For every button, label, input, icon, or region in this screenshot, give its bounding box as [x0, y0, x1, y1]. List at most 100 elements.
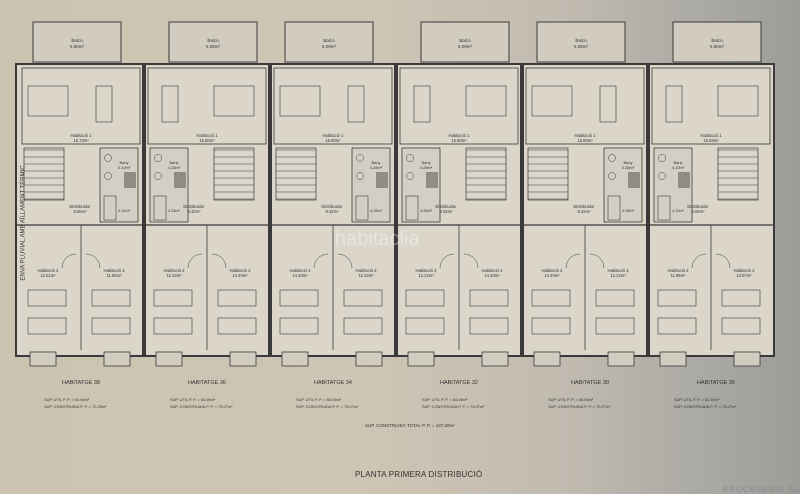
built-area: SUP. CONSTRUIDA P. P. = 73.07m²	[170, 404, 233, 409]
bed	[91, 317, 131, 335]
bathroom-area: 4.28m²	[370, 165, 383, 170]
balcony-area: 5.90m²	[710, 44, 725, 49]
bed	[657, 289, 697, 307]
door-swing	[313, 253, 329, 269]
balcony-area: 6.08m²	[458, 44, 473, 49]
bathroom-label: Bany	[169, 160, 178, 165]
balcony-label: Balcó	[207, 38, 219, 43]
distributor-label: Distribuidor	[573, 204, 595, 209]
drawing-title: PLANTA PRIMERA DISTRIBUCIÓ	[355, 470, 483, 479]
party-wall	[646, 64, 650, 356]
useful-area: SUP. UTIL P. P. = 61.46m²	[44, 397, 90, 402]
party-wall	[268, 64, 272, 356]
door-swing	[715, 253, 731, 269]
unit-name: HABITATGE 38	[62, 380, 100, 386]
bed	[91, 289, 131, 307]
bed	[27, 85, 69, 117]
bedroom-2-area: 12.61m²	[40, 273, 56, 278]
bedroom-1-area: 15.80m²	[577, 138, 593, 143]
bed	[27, 317, 67, 335]
built-area: SUP. CONSTRUIDA P. P. = 73.07m²	[674, 404, 737, 409]
balcony-area: 6.08m²	[574, 44, 589, 49]
bedroom-1-area: 15.80m²	[325, 138, 341, 143]
window-bay	[407, 351, 435, 367]
party-wall	[520, 64, 524, 356]
window-bay	[659, 351, 687, 367]
shower	[174, 172, 186, 188]
balcony	[32, 21, 122, 63]
sink	[356, 154, 364, 162]
bed	[721, 289, 761, 307]
distributor-area: 9.32m²	[325, 209, 339, 214]
bed	[153, 317, 193, 335]
wardrobe	[161, 85, 179, 123]
built-area: SUP. CONSTRUIDA P. P. = 73.07m²	[548, 404, 611, 409]
bedroom-2-label: Habitació 2	[290, 268, 312, 273]
bed	[153, 289, 193, 307]
stair-well	[527, 147, 569, 201]
balcony	[420, 21, 510, 63]
bedroom-2-label: Habitació 2	[542, 268, 564, 273]
balcony-area: 5.90m²	[70, 44, 85, 49]
bathroom-label: Bany	[371, 160, 380, 165]
bedroom-2-label: Habitació 3	[416, 268, 438, 273]
balcony	[536, 21, 626, 63]
bathroom-label: Bany	[119, 160, 128, 165]
sink	[406, 172, 414, 180]
bathtub	[355, 195, 369, 221]
sink	[658, 172, 666, 180]
bathroom-2-area: 4.28m²	[168, 209, 181, 213]
bedroom-1	[399, 67, 519, 145]
bed	[469, 289, 509, 307]
bathroom-label: Bany	[673, 160, 682, 165]
distributor-area: 9.32m²	[187, 209, 201, 214]
bedroom-3-label: Habitació 2	[734, 268, 756, 273]
bedroom-1	[147, 67, 267, 145]
door-swing	[187, 253, 203, 269]
useful-area: SUP. UTIL P. P. = 64.06m²	[170, 397, 216, 402]
bed	[531, 289, 571, 307]
wardrobe	[413, 85, 431, 123]
window-bay	[481, 351, 509, 367]
stair-well	[717, 147, 759, 201]
balcony	[672, 21, 762, 63]
unit-name: HABITATGE 34	[314, 380, 352, 386]
useful-area: SUP. UTIL P. P. = 64.06m²	[548, 397, 594, 402]
bathroom	[351, 147, 391, 223]
distributor-label: Distribuidor	[687, 204, 709, 209]
sink	[356, 172, 364, 180]
balcony-label: Balcó	[323, 38, 335, 43]
balcony-label: Balcó	[71, 38, 83, 43]
bed	[279, 85, 321, 117]
balcony-area: 6.08m²	[322, 44, 337, 49]
shower	[376, 172, 388, 188]
distributor-area: 8.06m²	[691, 209, 705, 214]
distributor-area: 9.32m²	[439, 209, 453, 214]
bedroom-1-area: 15.96m²	[703, 138, 719, 143]
unit-name: HABITATGE 32	[440, 380, 478, 386]
bedroom-2-area: 11.85m²	[670, 273, 686, 278]
distributor-label: Distribuidor	[321, 204, 343, 209]
bed	[217, 317, 257, 335]
bedroom-2-label: Habitació 3	[668, 268, 690, 273]
stair-well	[275, 147, 317, 201]
sink	[154, 172, 162, 180]
bathroom-2-area: 4.28m²	[420, 209, 433, 213]
balcony-label: Balcó	[575, 38, 587, 43]
bedroom-2-area: 12.22m²	[418, 273, 434, 278]
unit-name: HABITATGE 30	[571, 380, 609, 386]
bed	[717, 85, 759, 117]
window-bay	[103, 351, 131, 367]
unit-name: HABITATGE 30	[697, 380, 735, 386]
bedroom-3-label: Habitació 3	[104, 268, 126, 273]
bathtub	[607, 195, 621, 221]
built-area: SUP. CONSTRUIDA P. P. = 73.07m²	[422, 404, 485, 409]
bathroom-area: 4.10m²	[672, 165, 685, 170]
bed	[595, 317, 635, 335]
useful-area: SUP. UTIL P. P. = 64.06m²	[422, 397, 468, 402]
unit-name: HABITATGE 36	[188, 380, 226, 386]
bedroom-1-label: Habitació 1	[323, 133, 345, 138]
door-swing	[589, 253, 605, 269]
firm-name: PROCASERAI SL	[722, 485, 800, 494]
sink	[608, 172, 616, 180]
